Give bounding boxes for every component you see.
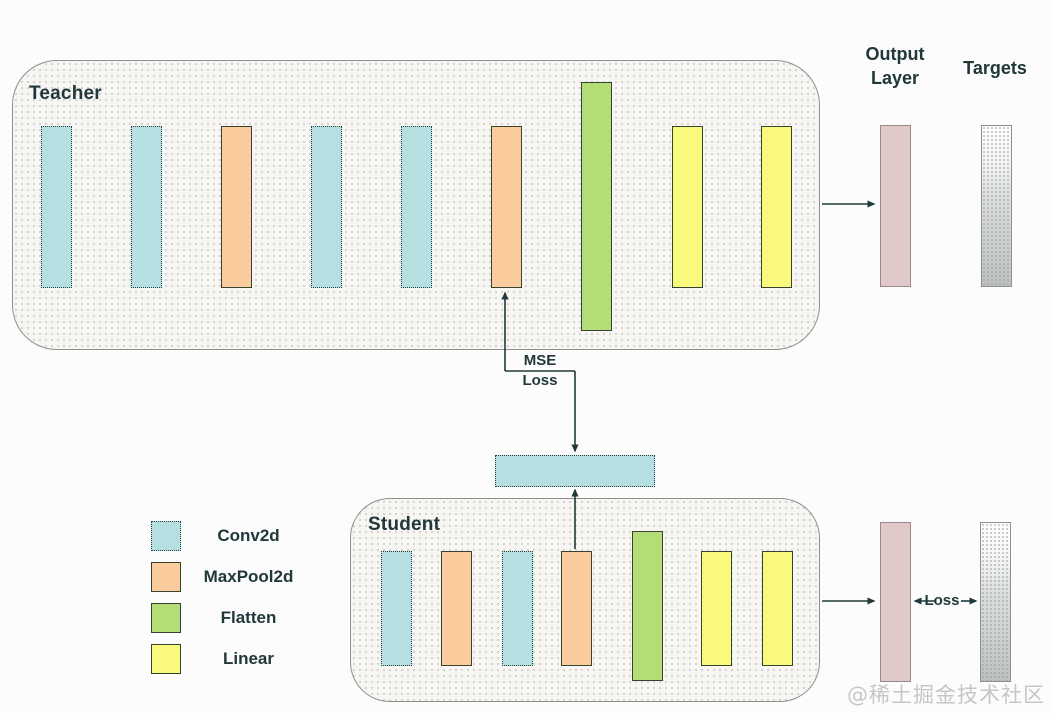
- legend-label-flatten: Flatten: [220, 608, 277, 627]
- teacher-layer-bar-linear: [672, 126, 703, 288]
- legend-swatch-linear: [151, 644, 181, 674]
- student-layer-bar-conv2d: [502, 551, 533, 666]
- legend-swatch-conv2d: [151, 521, 181, 551]
- student-network-box: Student: [350, 498, 820, 702]
- student-layer-bar-flatten: [632, 531, 663, 681]
- teacher-output-layer-bar: [880, 125, 911, 287]
- mse-loss-label-line2: Loss: [522, 372, 558, 389]
- teacher-label: Teacher: [29, 83, 102, 104]
- legend-label-maxpool2d: MaxPool2d: [203, 567, 294, 586]
- student-layer-bar-maxpool2d: [441, 551, 472, 666]
- student-label: Student: [368, 514, 441, 535]
- teacher-layer-bar-conv2d: [401, 126, 432, 288]
- teacher-layer-bar-maxpool2d: [221, 126, 252, 288]
- output-layer-heading: Output Layer: [853, 42, 937, 90]
- legend-swatch-maxpool2d: [151, 562, 181, 592]
- mse-loss-label: MSE Loss: [505, 351, 575, 391]
- student-layer-bar-linear: [762, 551, 793, 666]
- legend-row-linear: Linear: [151, 644, 316, 674]
- student-output-layer-bar: [880, 522, 911, 682]
- legend-row-conv2d: Conv2d: [151, 521, 316, 551]
- teacher-network-box: Teacher: [12, 60, 820, 350]
- teacher-layer-bar-conv2d: [41, 126, 72, 288]
- teacher-layer-bar-maxpool2d: [491, 126, 522, 288]
- legend-label-linear: Linear: [222, 649, 275, 668]
- targets-heading: Targets: [953, 56, 1037, 80]
- student-layer-bar-conv2d: [381, 551, 412, 666]
- legend-swatch-flatten: [151, 603, 181, 633]
- teacher-targets-bar: [981, 125, 1012, 287]
- teacher-layer-bar-flatten: [581, 82, 612, 331]
- student-targets-bar: [980, 522, 1011, 682]
- targets-heading-text: Targets: [963, 58, 1027, 78]
- student-layer-bar-linear: [701, 551, 732, 666]
- mse-feature-bar: [495, 455, 655, 487]
- output-layer-heading-line1: Output: [865, 44, 925, 64]
- student-layer-bar-maxpool2d: [561, 551, 592, 666]
- teacher-layer-bar-conv2d: [131, 126, 162, 288]
- watermark: @稀土掘金技术社区: [847, 683, 1045, 707]
- legend-row-flatten: Flatten: [151, 603, 316, 633]
- output-layer-heading-line2: Layer: [870, 68, 920, 88]
- legend-row-maxpool2d: MaxPool2d: [151, 562, 316, 592]
- teacher-layer-bar-conv2d: [311, 126, 342, 288]
- loss-label: Loss: [924, 592, 960, 609]
- legend-label-conv2d: Conv2d: [217, 526, 280, 545]
- teacher-layer-bar-linear: [761, 126, 792, 288]
- mse-loss-label-line1: MSE: [523, 352, 557, 369]
